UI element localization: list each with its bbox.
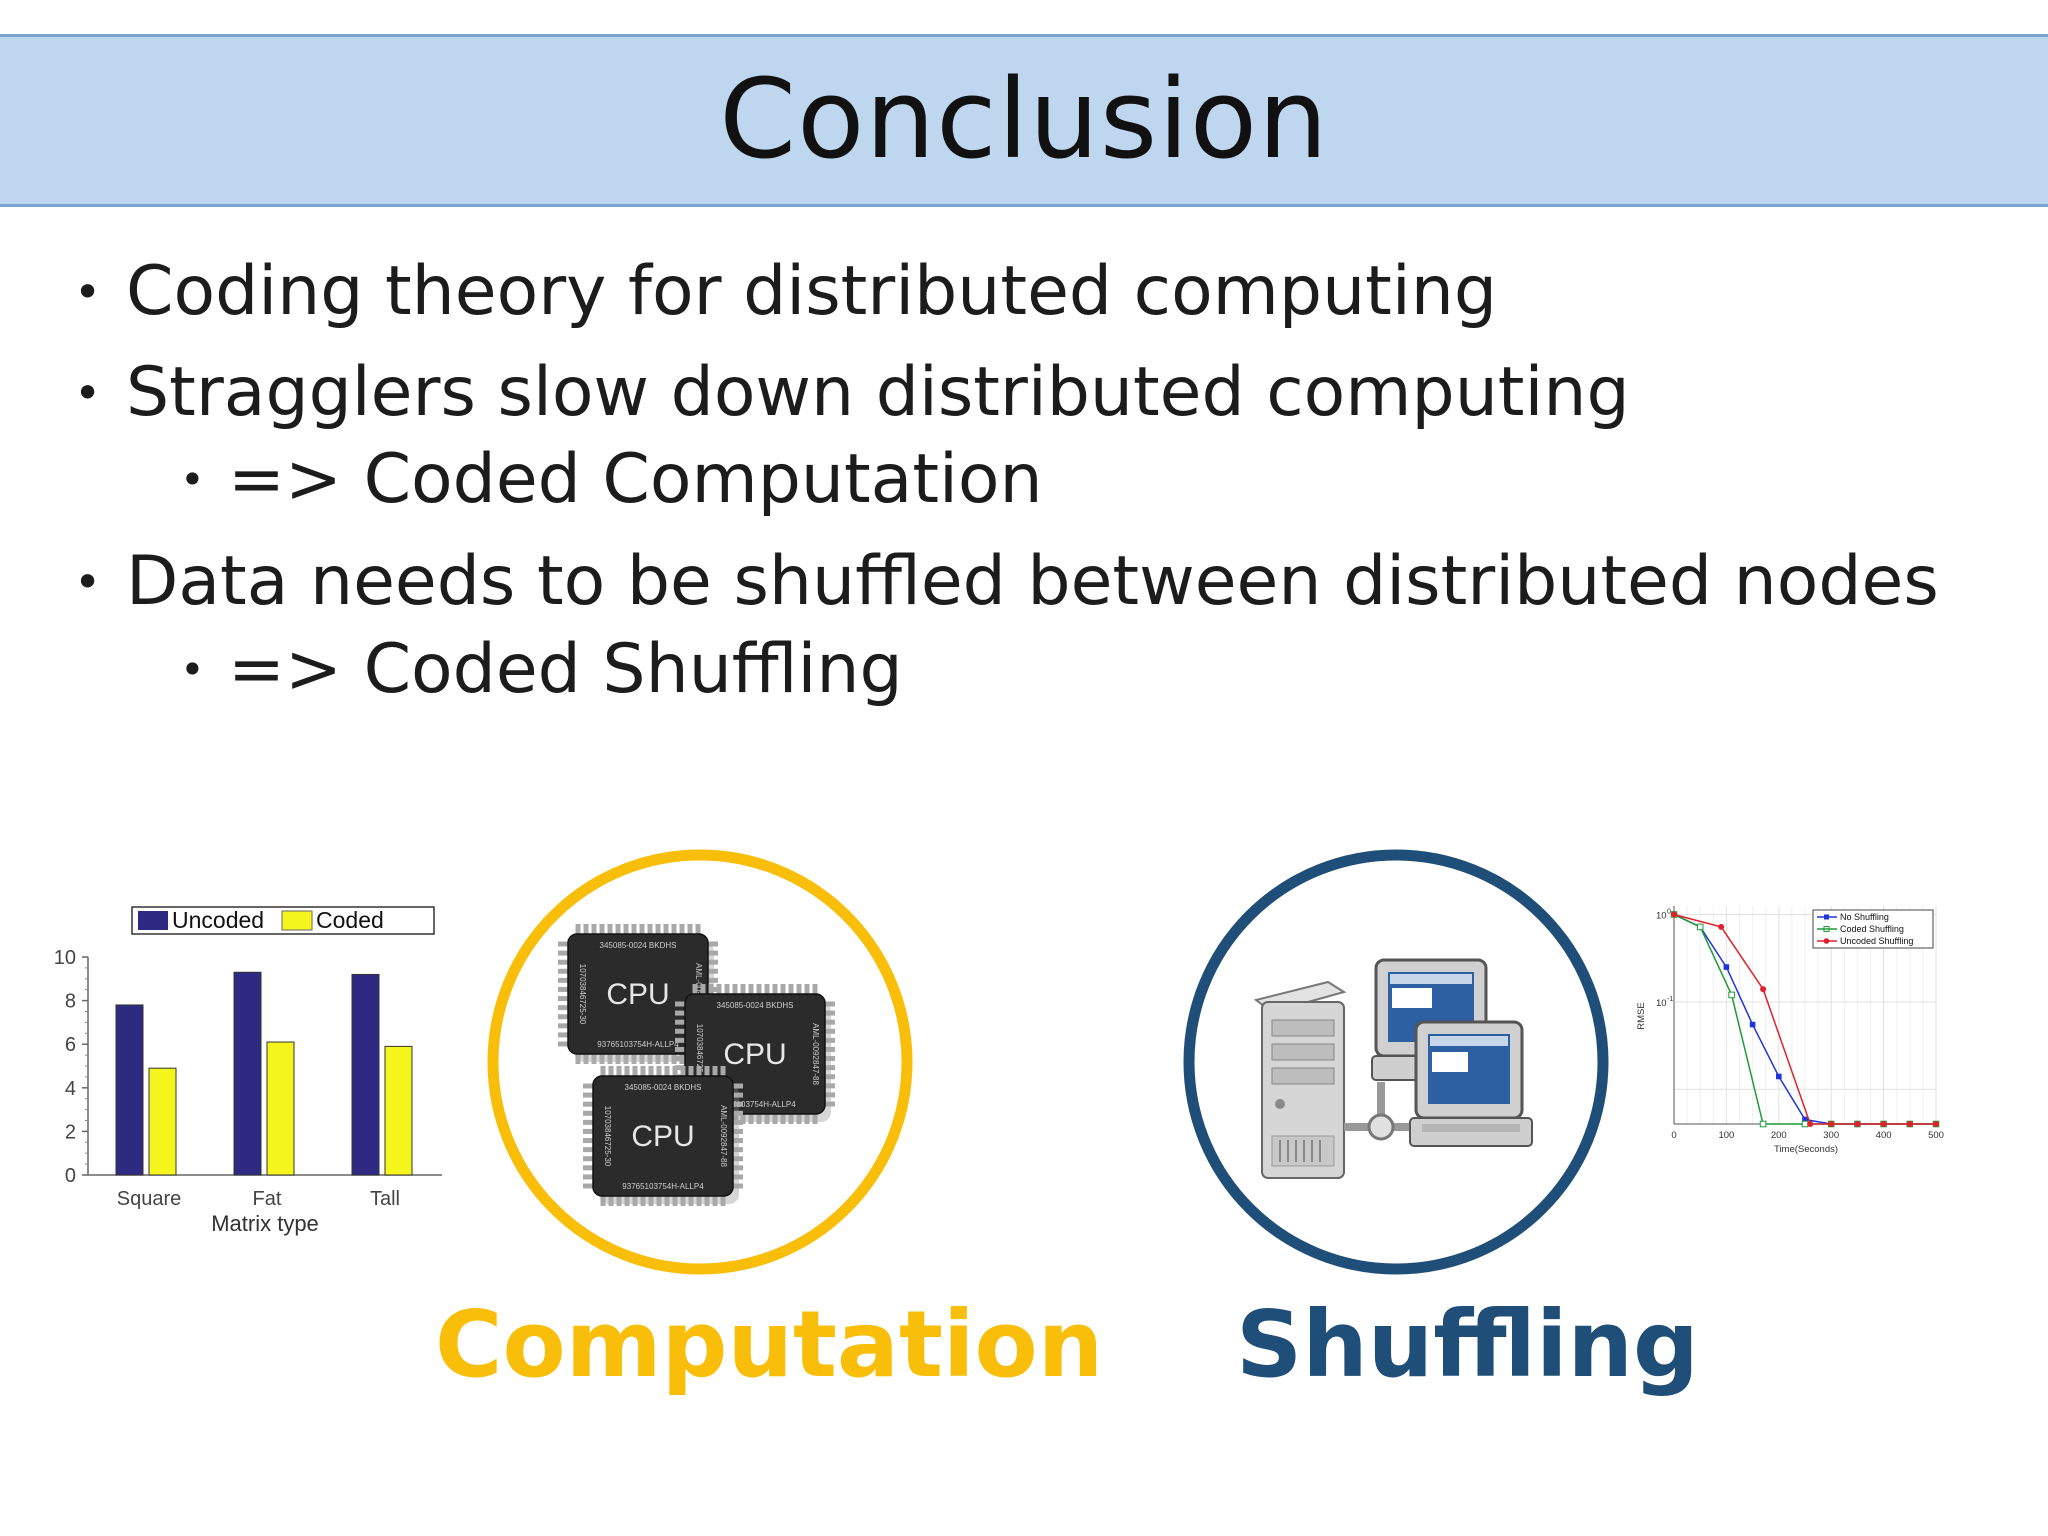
- computation-label: Computation: [435, 1291, 1104, 1398]
- x-tick-label: 400: [1876, 1130, 1892, 1141]
- series-point: [1854, 1121, 1861, 1127]
- line-chart-ylabel: RMSE: [1636, 1002, 1647, 1029]
- bullet-text: Data needs to be shuffled between distri…: [126, 542, 1939, 621]
- y-tick-exponent: -1: [1667, 996, 1673, 1003]
- bar-uncoded-fat: [233, 971, 262, 1176]
- sub-bullet-1: • => Coded Computation: [180, 440, 1043, 520]
- legend-uncoded-shuffling: Uncoded Shuffling: [1840, 936, 1913, 946]
- cpu-code-top: 345085-0024 BKDHS: [625, 1083, 702, 1092]
- cpu-code-left: 10703846725-30: [695, 1024, 704, 1085]
- y-tick-label: 10: [54, 947, 76, 969]
- bar-uncoded-square: [115, 1004, 144, 1176]
- line-chart-legend: No Shuffling Coded Shuffling Uncoded Shu…: [1812, 909, 1934, 949]
- series-point: [1759, 1120, 1767, 1128]
- cpu-chips: CPU 345085-0024 BKDHS 93765103754H-ALLP4 10…: [558, 924, 835, 1206]
- x-tick-label: 300: [1823, 1130, 1839, 1141]
- y-tick-exponent: 0: [1667, 908, 1671, 915]
- bullet-text: Coding theory for distributed computing: [126, 252, 1497, 331]
- x-tick-label: 0: [1671, 1130, 1676, 1141]
- series-point: [1723, 964, 1730, 970]
- bar-uncoded-tall: [351, 973, 380, 1176]
- cpu-label: CPU: [606, 978, 669, 1011]
- slide-title: Conclusion: [719, 55, 1329, 183]
- series-point: [1696, 923, 1704, 931]
- server-tower-icon: [1253, 980, 1347, 1179]
- bar-chart-xlabel: Matrix type: [211, 1211, 319, 1236]
- x-tick-label: Tall: [370, 1188, 400, 1210]
- bullet-dot: •: [180, 645, 205, 694]
- series-point: [1801, 1120, 1809, 1128]
- cpu-code-left: 10703846725-30: [578, 964, 587, 1025]
- line-chart-series: [1670, 911, 1940, 1128]
- series-point: [1749, 1021, 1756, 1028]
- bar-coded-square: [148, 1067, 177, 1176]
- bullet-dot: •: [180, 455, 205, 504]
- series-point: [1906, 1121, 1913, 1127]
- series-point: [1807, 1121, 1814, 1127]
- computer-front-icon: [1409, 1020, 1533, 1147]
- sub-bullet-2: • => Coded Shuffling: [180, 630, 903, 710]
- cpu-code-bottom: 93765103754H-ALLP4: [597, 1040, 679, 1049]
- series-point: [1760, 986, 1767, 993]
- computation-illustration: CPU 345085-0024 BKDHS 93765103754H-ALLP4 10…: [487, 849, 913, 1275]
- cpu-chip-icon: CPU 345085-0024 BKDHS 93765103754H-ALLP4 10…: [558, 924, 718, 1064]
- cpu-code-right: AML-0092847-88: [811, 1023, 820, 1085]
- series-point: [1776, 1073, 1782, 1080]
- y-tick-label: 4: [65, 1078, 76, 1100]
- x-tick-label: 500: [1928, 1130, 1944, 1141]
- cpu-code-left: 10703846725-30: [603, 1106, 612, 1167]
- bullet-text: Stragglers slow down distributed computi…: [126, 353, 1630, 432]
- x-tick-label: 100: [1718, 1130, 1734, 1141]
- series-point: [1671, 911, 1677, 918]
- y-tick-label: 6: [65, 1034, 76, 1056]
- legend-uncoded: Uncoded: [172, 907, 264, 933]
- series-point: [1933, 1121, 1939, 1127]
- cpu-code-bottom: 93765103754H-ALLP4: [622, 1182, 704, 1191]
- cpu-code-bottom: 93765103754H-ALLP4: [714, 1100, 796, 1109]
- y-tick-label: 0: [65, 1165, 76, 1187]
- cpu-label: CPU: [631, 1120, 694, 1153]
- bar-coded-tall: [384, 1045, 413, 1176]
- series-point: [1728, 991, 1735, 999]
- cpu-code-right: AML-0092847-88: [719, 1105, 728, 1167]
- bullet-dot: •: [74, 555, 102, 609]
- line-chart-xlabel: Time(Seconds): [1774, 1144, 1838, 1155]
- cpu-code-top: 345085-0024 BKDHS: [717, 1001, 794, 1010]
- y-tick-label: 10: [1656, 910, 1667, 921]
- x-tick-label: Square: [117, 1188, 182, 1210]
- bullet-dot: •: [74, 265, 102, 319]
- series-point: [1802, 1116, 1808, 1123]
- x-tick-label: Fat: [253, 1188, 282, 1210]
- bullet-dot: •: [74, 366, 102, 420]
- shuffling-illustration: [1183, 849, 1609, 1275]
- bullet-2: • Stragglers slow down distributed compu…: [74, 353, 1630, 433]
- bullet-1: • Coding theory for distributed computin…: [74, 252, 1497, 332]
- x-tick-label: 200: [1771, 1130, 1787, 1141]
- bullet-text: => Coded Computation: [228, 440, 1043, 519]
- bullet-text: => Coded Shuffling: [228, 630, 903, 709]
- bar-chart-legend: Uncoded Coded: [131, 906, 435, 935]
- series-point: [1718, 923, 1725, 930]
- title-band: [0, 34, 2048, 207]
- bar-chart-bars: [115, 971, 413, 1176]
- legend-coded: Coded: [316, 907, 384, 933]
- legend-no-shuffling: No Shuffling: [1840, 912, 1889, 922]
- bullet-3: • Data needs to be shuffled between dist…: [74, 542, 1939, 622]
- cpu-label: CPU: [723, 1038, 786, 1071]
- shuffling-label: Shuffling: [1236, 1291, 1699, 1398]
- cpu-code-top: 345085-0024 BKDHS: [600, 941, 677, 950]
- y-tick-label: 8: [65, 991, 76, 1013]
- legend-coded-shuffling: Coded Shuffling: [1840, 924, 1904, 934]
- y-tick-label: 10: [1656, 998, 1667, 1009]
- series-point: [1828, 1121, 1835, 1127]
- cpu-chip-icon: CPU 345085-0024 BKDHS 93765103754H-ALLP4 10…: [583, 1066, 743, 1206]
- bar-coded-fat: [266, 1041, 295, 1176]
- y-tick-label: 2: [65, 1121, 76, 1143]
- series-point: [1880, 1121, 1887, 1127]
